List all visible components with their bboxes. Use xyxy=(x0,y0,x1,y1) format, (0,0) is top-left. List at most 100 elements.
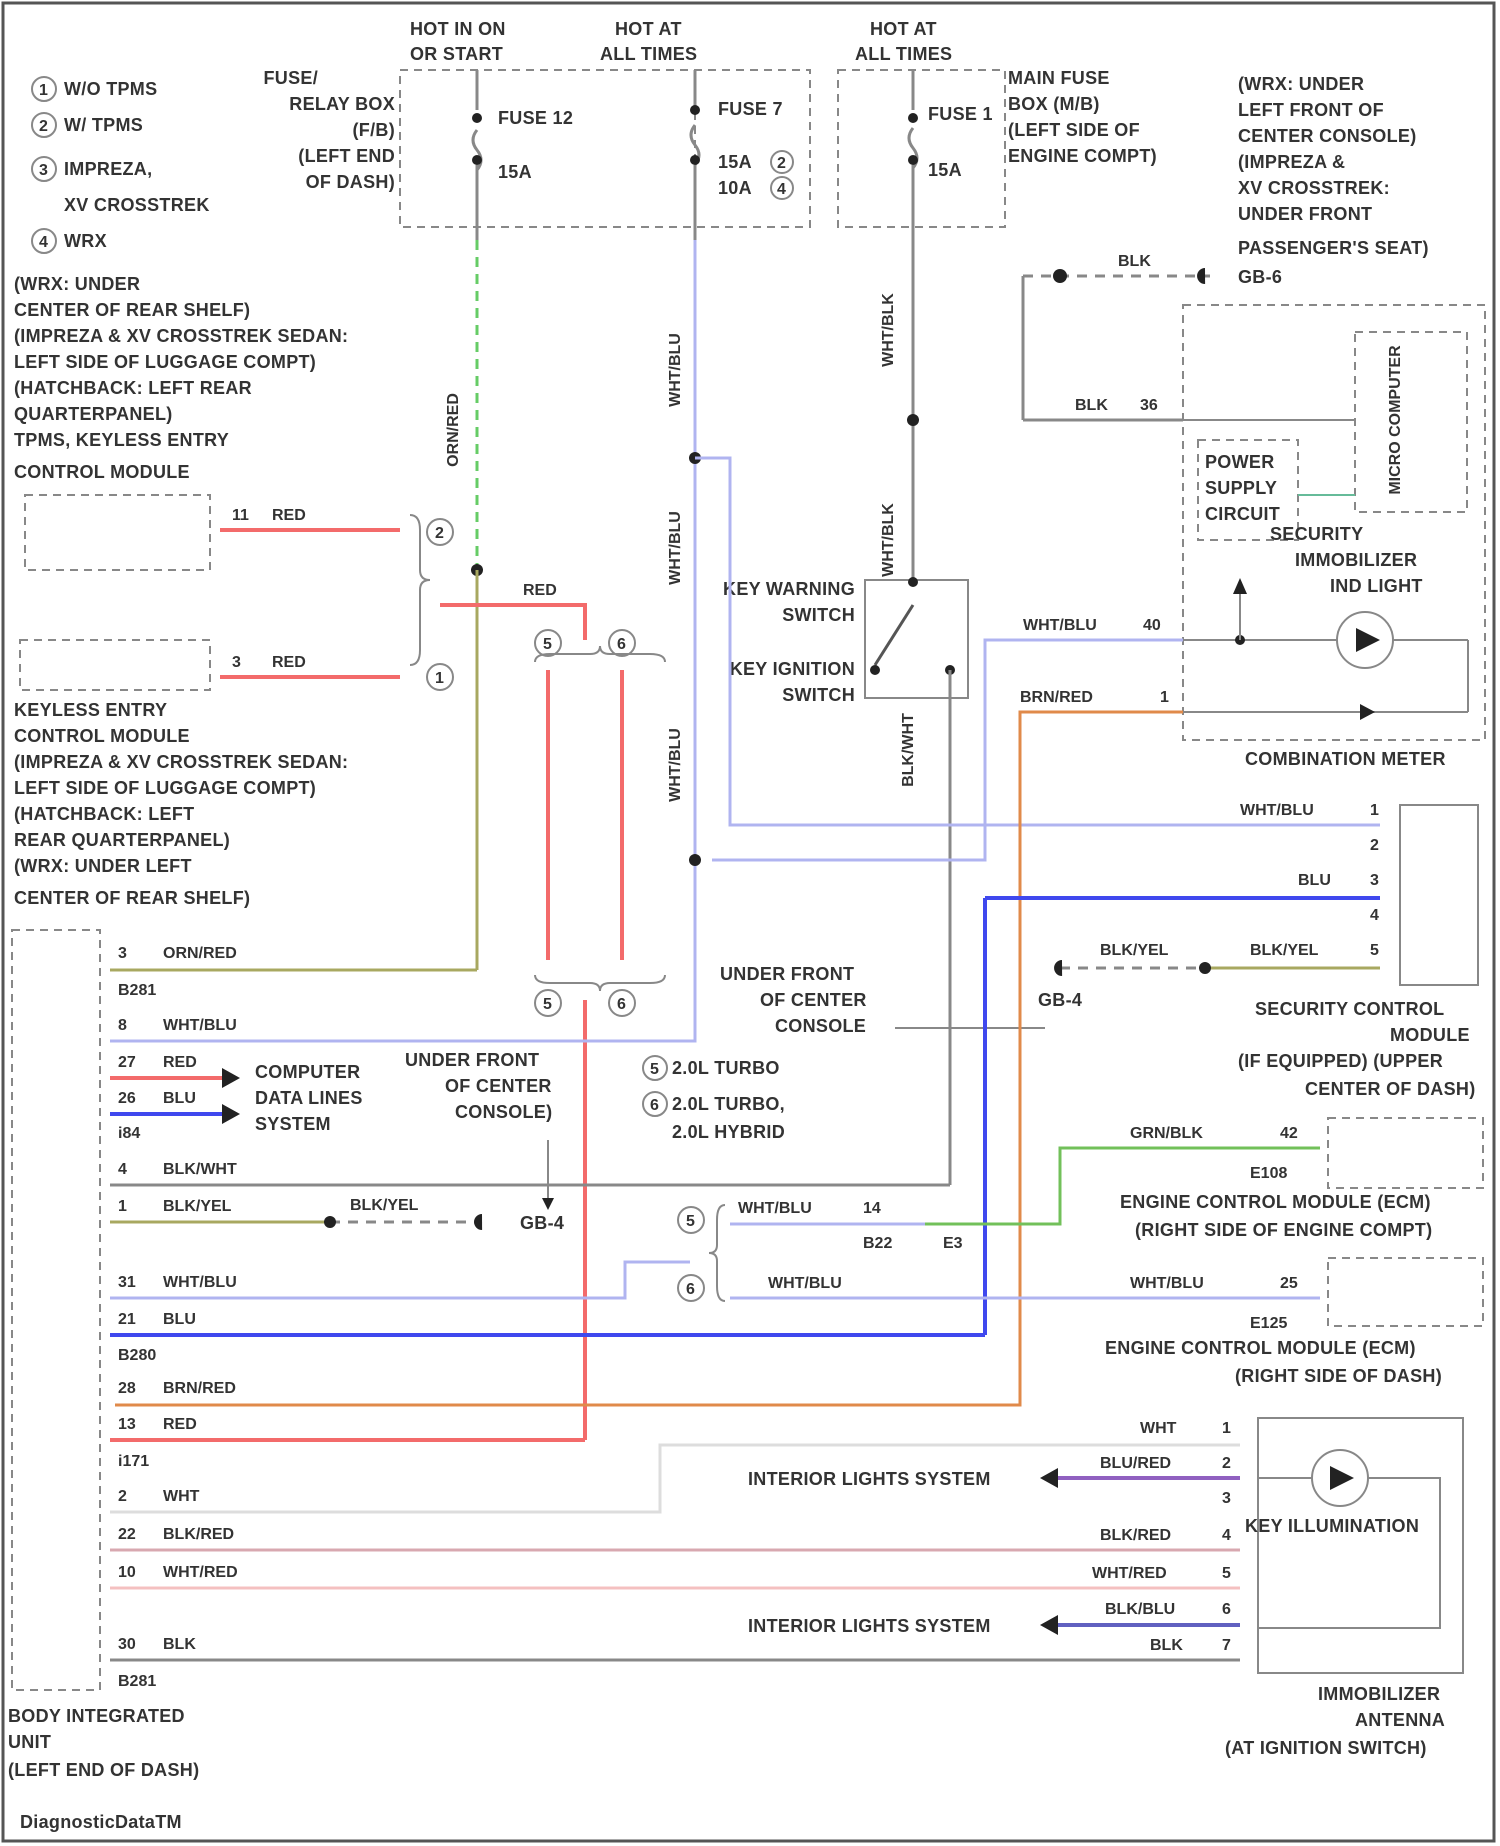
svg-text:6: 6 xyxy=(686,1281,695,1298)
svg-text:WHT: WHT xyxy=(1140,1420,1177,1437)
svg-text:2: 2 xyxy=(1222,1455,1231,1472)
security-control-module xyxy=(1400,805,1478,985)
svg-text:RED: RED xyxy=(163,1054,197,1071)
svg-text:ORN/RED: ORN/RED xyxy=(445,393,462,467)
svg-text:SECURITY: SECURITY xyxy=(1270,524,1363,544)
svg-text:B280: B280 xyxy=(118,1347,156,1364)
svg-text:10A: 10A xyxy=(718,178,752,198)
svg-text:GRN/BLK: GRN/BLK xyxy=(1130,1125,1203,1142)
svg-text:1: 1 xyxy=(118,1198,127,1215)
svg-text:BLK/YEL: BLK/YEL xyxy=(350,1197,419,1214)
svg-text:LEFT SIDE OF LUGGAGE COMPT): LEFT SIDE OF LUGGAGE COMPT) xyxy=(14,778,316,798)
fuse-main: FUSE 1 15A xyxy=(908,70,993,420)
svg-text:HOT IN ON: HOT IN ON xyxy=(410,19,506,39)
svg-text:SYSTEM: SYSTEM xyxy=(255,1114,331,1134)
svg-text:FUSE 1: FUSE 1 xyxy=(928,104,993,124)
fuse-7: FUSE 7 15A 10A 2 4 xyxy=(690,70,793,240)
svg-text:BLK: BLK xyxy=(1150,1637,1183,1654)
svg-text:(RIGHT SIDE OF ENGINE COMPT): (RIGHT SIDE OF ENGINE COMPT) xyxy=(1135,1220,1432,1240)
svg-text:(LEFT END OF DASH): (LEFT END OF DASH) xyxy=(8,1760,199,1780)
svg-text:UNDER FRONT: UNDER FRONT xyxy=(720,964,854,984)
svg-text:26: 26 xyxy=(118,1090,136,1107)
svg-text:WHT/BLU: WHT/BLU xyxy=(1240,802,1314,819)
svg-text:BLK/WHT: BLK/WHT xyxy=(163,1161,237,1178)
interior-lights-1: INTERIOR LIGHTS SYSTEM xyxy=(748,1469,991,1489)
svg-text:FUSE 7: FUSE 7 xyxy=(718,99,783,119)
fuse-12: FUSE 12 15A xyxy=(472,70,573,240)
svg-text:UNDER FRONT: UNDER FRONT xyxy=(1238,204,1372,224)
svg-text:6: 6 xyxy=(650,1097,659,1114)
svg-text:WHT/BLU: WHT/BLU xyxy=(163,1017,237,1034)
svg-text:28: 28 xyxy=(118,1380,136,1397)
svg-text:UNDER FRONT: UNDER FRONT xyxy=(405,1050,539,1070)
svg-text:(HATCHBACK: LEFT REAR: (HATCHBACK: LEFT REAR xyxy=(14,378,252,398)
bcm-pins: 3ORN/RED B281 8WHT/BLU 27RED 26BLU i84 C… xyxy=(110,945,1240,1690)
svg-text:10: 10 xyxy=(118,1564,136,1581)
svg-text:BLK: BLK xyxy=(163,1636,196,1653)
svg-text:2: 2 xyxy=(1370,837,1379,854)
svg-text:25: 25 xyxy=(1280,1275,1298,1292)
immobilizer-antenna xyxy=(1258,1418,1463,1673)
micro-computer-box xyxy=(1355,332,1467,512)
svg-text:4: 4 xyxy=(118,1161,127,1178)
svg-text:DATA LINES: DATA LINES xyxy=(255,1088,363,1108)
svg-text:WHT/BLU: WHT/BLU xyxy=(667,728,684,802)
svg-text:(LEFT SIDE OF: (LEFT SIDE OF xyxy=(1008,120,1140,140)
svg-text:MODULE: MODULE xyxy=(1390,1025,1470,1045)
svg-text:WHT/RED: WHT/RED xyxy=(1092,1565,1167,1582)
svg-text:40: 40 xyxy=(1143,617,1161,634)
legend-num-2: 2 xyxy=(39,118,48,135)
footer-watermark: DiagnosticDataTM xyxy=(20,1812,182,1832)
svg-text:(IF EQUIPPED) (UPPER: (IF EQUIPPED) (UPPER xyxy=(1238,1051,1443,1071)
svg-text:15A: 15A xyxy=(498,162,532,182)
legend-num-3: 3 xyxy=(39,162,48,179)
svg-text:(F/B): (F/B) xyxy=(353,120,395,140)
svg-text:BLK/YEL: BLK/YEL xyxy=(163,1198,232,1215)
svg-text:B281: B281 xyxy=(118,982,156,999)
svg-text:CONTROL MODULE: CONTROL MODULE xyxy=(14,462,190,482)
svg-text:IND LIGHT: IND LIGHT xyxy=(1330,576,1423,596)
svg-text:5: 5 xyxy=(686,1213,695,1230)
legend-num-1: 1 xyxy=(39,82,48,99)
svg-text:2.0L HYBRID: 2.0L HYBRID xyxy=(672,1122,785,1142)
svg-text:BLK/RED: BLK/RED xyxy=(163,1526,234,1543)
svg-text:MAIN FUSE: MAIN FUSE xyxy=(1008,68,1110,88)
ground-gb6: BLK GB-6 xyxy=(1023,253,1282,420)
svg-text:SWITCH: SWITCH xyxy=(782,685,855,705)
antenna-pins: WHT1 BLU/RED2 3 BLK/RED4 WHT/RED5 BLK/BL… xyxy=(1092,1420,1231,1654)
svg-text:(AT IGNITION SWITCH): (AT IGNITION SWITCH) xyxy=(1225,1738,1427,1758)
svg-text:15A: 15A xyxy=(718,152,752,172)
svg-text:WHT/BLU: WHT/BLU xyxy=(1023,617,1097,634)
svg-text:E3: E3 xyxy=(943,1235,963,1252)
svg-text:8: 8 xyxy=(118,1017,127,1034)
svg-text:CENTER OF REAR SHELF): CENTER OF REAR SHELF) xyxy=(14,888,250,908)
svg-text:2: 2 xyxy=(118,1488,127,1505)
svg-text:WHT/RED: WHT/RED xyxy=(163,1564,238,1581)
svg-text:ALL TIMES: ALL TIMES xyxy=(855,44,952,64)
svg-text:OF CENTER: OF CENTER xyxy=(760,990,867,1010)
svg-text:(WRX: UNDER: (WRX: UNDER xyxy=(14,274,140,294)
svg-text:FUSE 12: FUSE 12 xyxy=(498,108,573,128)
svg-text:CENTER OF REAR SHELF): CENTER OF REAR SHELF) xyxy=(14,300,250,320)
svg-text:SECURITY CONTROL: SECURITY CONTROL xyxy=(1255,999,1444,1019)
svg-text:BLK/YEL: BLK/YEL xyxy=(1100,942,1169,959)
svg-text:POWER: POWER xyxy=(1205,452,1275,472)
svg-text:11: 11 xyxy=(232,507,249,524)
svg-text:HOT AT: HOT AT xyxy=(615,19,682,39)
svg-text:21: 21 xyxy=(118,1311,136,1328)
legend-text-2: W/ TPMS xyxy=(64,115,143,135)
svg-text:TPMS, KEYLESS ENTRY: TPMS, KEYLESS ENTRY xyxy=(14,430,229,450)
bcm-label: BODY INTEGRATED xyxy=(8,1706,185,1726)
fuse-relay-box xyxy=(400,70,810,227)
svg-text:(LEFT END: (LEFT END xyxy=(298,146,395,166)
svg-text:BLK/WHT: BLK/WHT xyxy=(900,713,917,787)
svg-text:(IMPREZA & XV CROSSTREK SEDAN:: (IMPREZA & XV CROSSTREK SEDAN: xyxy=(14,752,348,772)
ecm-dash-box xyxy=(1328,1258,1483,1326)
svg-text:CENTER CONSOLE): CENTER CONSOLE) xyxy=(1238,126,1417,146)
svg-text:WHT/BLU: WHT/BLU xyxy=(1130,1275,1204,1292)
svg-text:GB-6: GB-6 xyxy=(1238,267,1282,287)
svg-text:ORN/RED: ORN/RED xyxy=(163,945,237,962)
svg-text:IMMOBILIZER: IMMOBILIZER xyxy=(1295,550,1417,570)
svg-text:6: 6 xyxy=(1222,1601,1231,1618)
svg-text:5: 5 xyxy=(650,1061,659,1078)
